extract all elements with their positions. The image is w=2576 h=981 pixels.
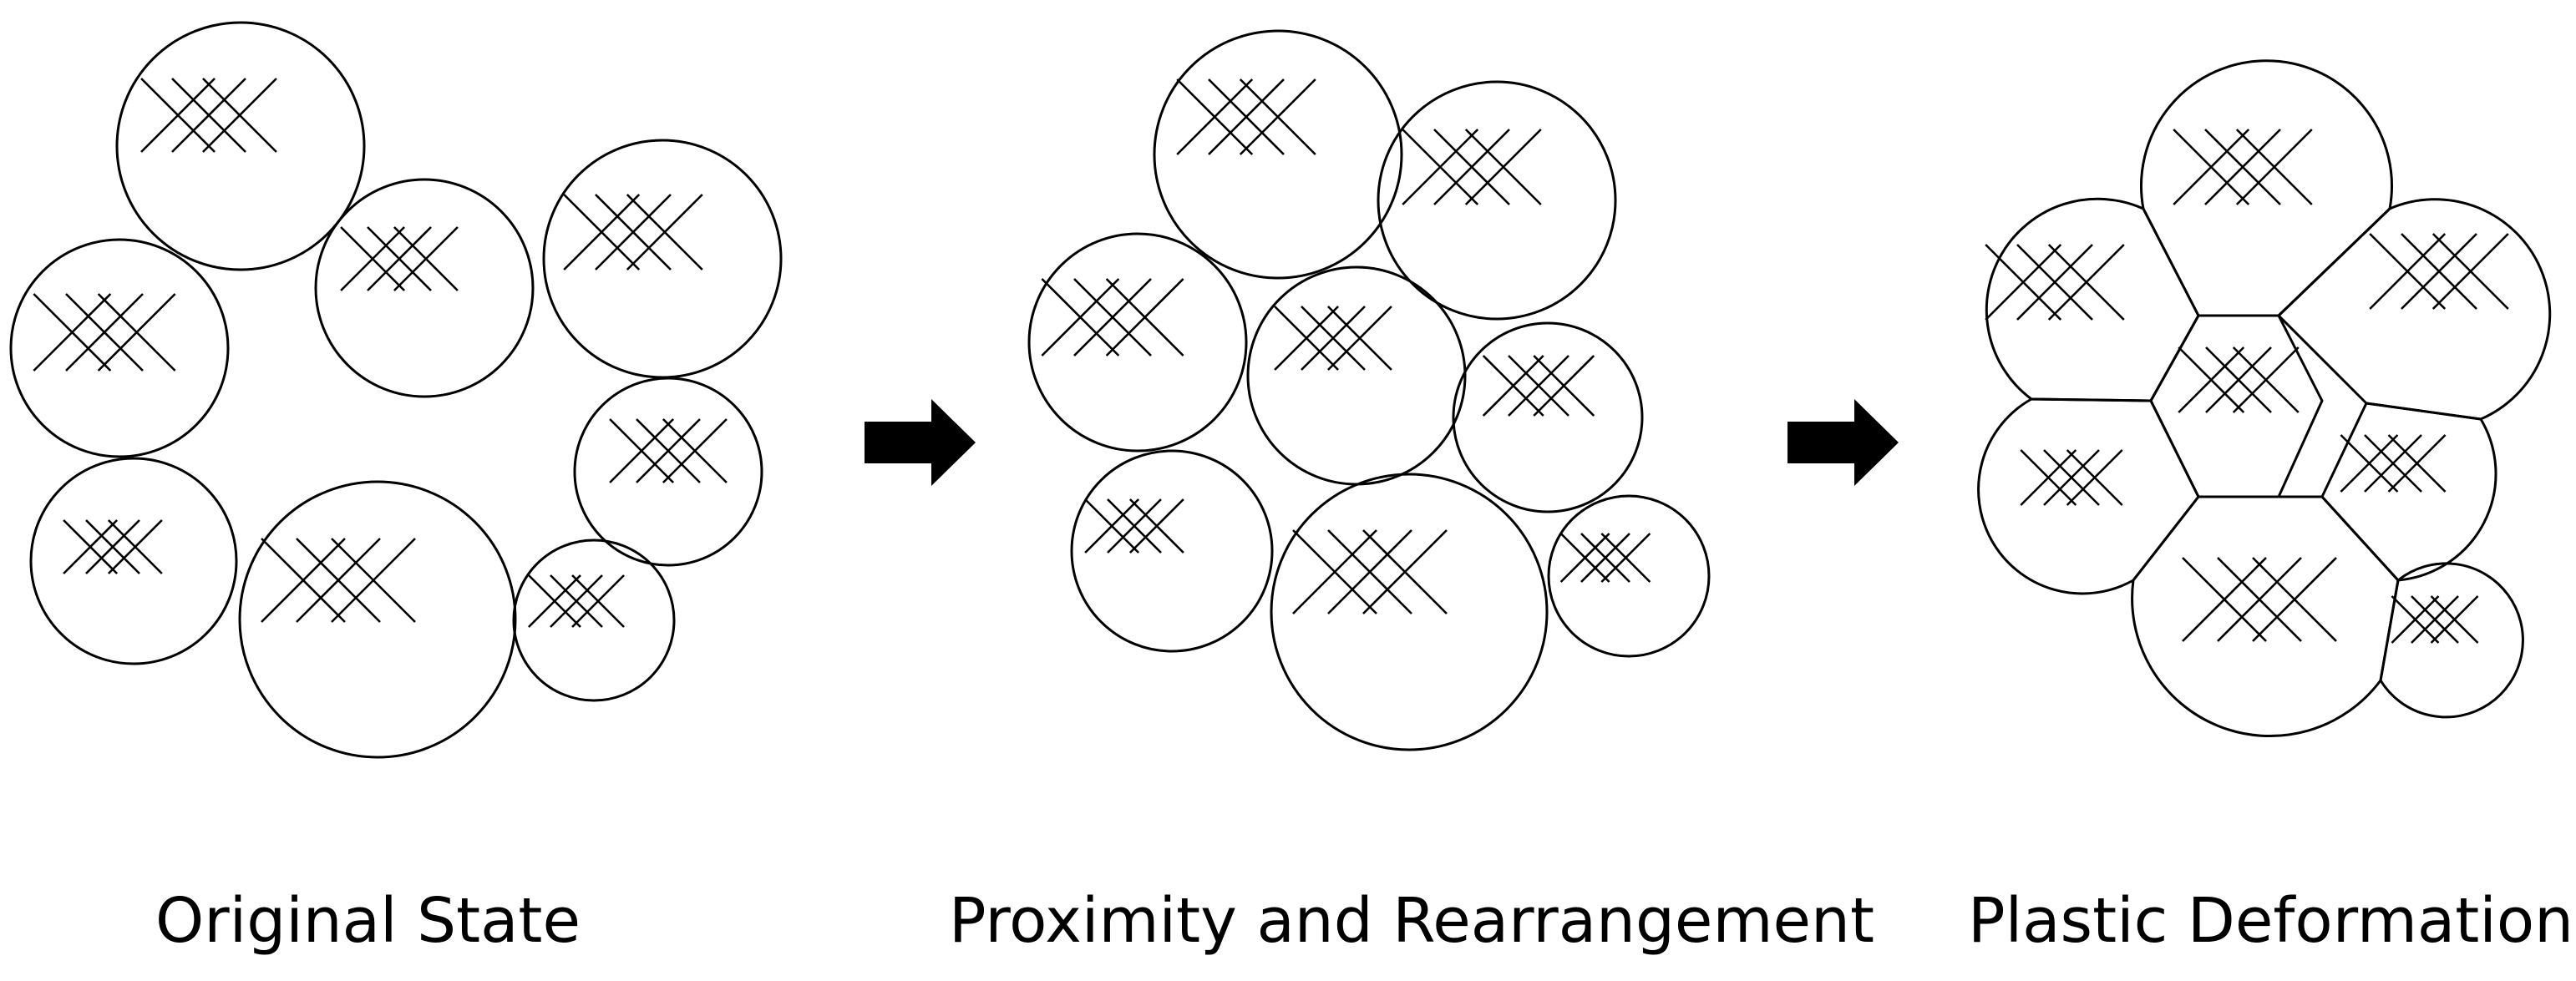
- panel-proximity-rearrangement: [1027, 29, 1711, 751]
- crosshatch-icon: [33, 293, 176, 372]
- particle-outline: [238, 480, 517, 759]
- crosshatch-icon: [2391, 595, 2479, 644]
- crosshatch-icon: [340, 226, 459, 291]
- particle: [9, 238, 230, 458]
- particle: [238, 480, 517, 759]
- particle: [115, 21, 366, 271]
- crosshatch-icon: [609, 418, 728, 483]
- crosshatch-icon: [140, 78, 277, 153]
- crosshatch-icon: [2182, 557, 2337, 642]
- particle-outline: [29, 457, 238, 665]
- crosshatch-icon: [2173, 129, 2313, 205]
- grain-upper-left: [1985, 197, 2200, 402]
- particle: [1377, 80, 1617, 321]
- crosshatch-icon: [1482, 355, 1595, 417]
- arrow-right-icon: [865, 399, 976, 486]
- particle-outline: [573, 377, 763, 567]
- crosshatch-icon: [261, 538, 416, 623]
- particle-outline: [542, 139, 783, 379]
- particle-outline: [1452, 321, 1644, 513]
- particle-outline: [1027, 232, 1248, 453]
- crosshatch-icon: [1985, 244, 2125, 321]
- crosshatch-icon: [1559, 533, 1651, 583]
- panel-original-state: [9, 21, 783, 759]
- particle-outline: [115, 21, 366, 271]
- grain-bottom-right: [2379, 562, 2524, 719]
- crosshatch-icon: [1084, 498, 1184, 554]
- grain-center: [2149, 314, 2324, 498]
- particle: [1452, 321, 1644, 513]
- stage-label-plastic-deformation: Plastic Deformation: [1968, 885, 2574, 957]
- arrow-2: [1787, 399, 1899, 486]
- crosshatch-icon: [63, 519, 163, 574]
- particle: [1070, 449, 1274, 653]
- grain-lower-right: [2320, 402, 2497, 582]
- grain-top: [2140, 59, 2393, 317]
- crosshatch-icon: [1041, 278, 1184, 356]
- crosshatch-icon: [1176, 78, 1316, 155]
- particle-outline: [314, 178, 535, 398]
- crosshatch-icon: [563, 194, 703, 271]
- crosshatch-icon: [1292, 529, 1448, 614]
- particle: [314, 178, 535, 398]
- panel-plastic-deformation: [1977, 59, 2552, 737]
- particle: [1153, 29, 1403, 280]
- grain-lower-left: [1977, 397, 2200, 595]
- particle-outline: [1246, 265, 1467, 486]
- particle-outline: [512, 539, 676, 702]
- particle: [1027, 232, 1248, 453]
- particle: [1270, 473, 1549, 751]
- grain-bottom: [2131, 495, 2400, 737]
- stage-label-original-state: Original State: [155, 885, 581, 957]
- arrow-right-icon: [1787, 399, 1899, 486]
- crosshatch-icon: [2340, 434, 2447, 493]
- crosshatch-icon: [2369, 233, 2509, 310]
- crosshatch-icon: [528, 574, 625, 628]
- grain-upper-right: [2277, 198, 2552, 421]
- particle-outline: [1153, 29, 1403, 280]
- particle-outline: [1547, 494, 1711, 658]
- particle-outline: [1270, 473, 1549, 751]
- stage-label-proximity-rearrangement: Proximity and Rearrangement: [949, 885, 1874, 957]
- particle-outline: [1070, 449, 1274, 653]
- crosshatch-icon: [1274, 306, 1392, 371]
- particle-outline: [9, 238, 230, 458]
- particle: [1246, 265, 1467, 486]
- particle: [1547, 494, 1711, 658]
- crosshatch-icon: [2020, 449, 2123, 506]
- crosshatch-icon: [2178, 346, 2300, 413]
- particle: [29, 457, 238, 665]
- particle: [512, 539, 676, 702]
- particle: [542, 139, 783, 379]
- particle-outline: [1377, 80, 1617, 321]
- crosshatch-icon: [1402, 129, 1542, 205]
- arrow-1: [865, 399, 976, 486]
- particle: [573, 377, 763, 567]
